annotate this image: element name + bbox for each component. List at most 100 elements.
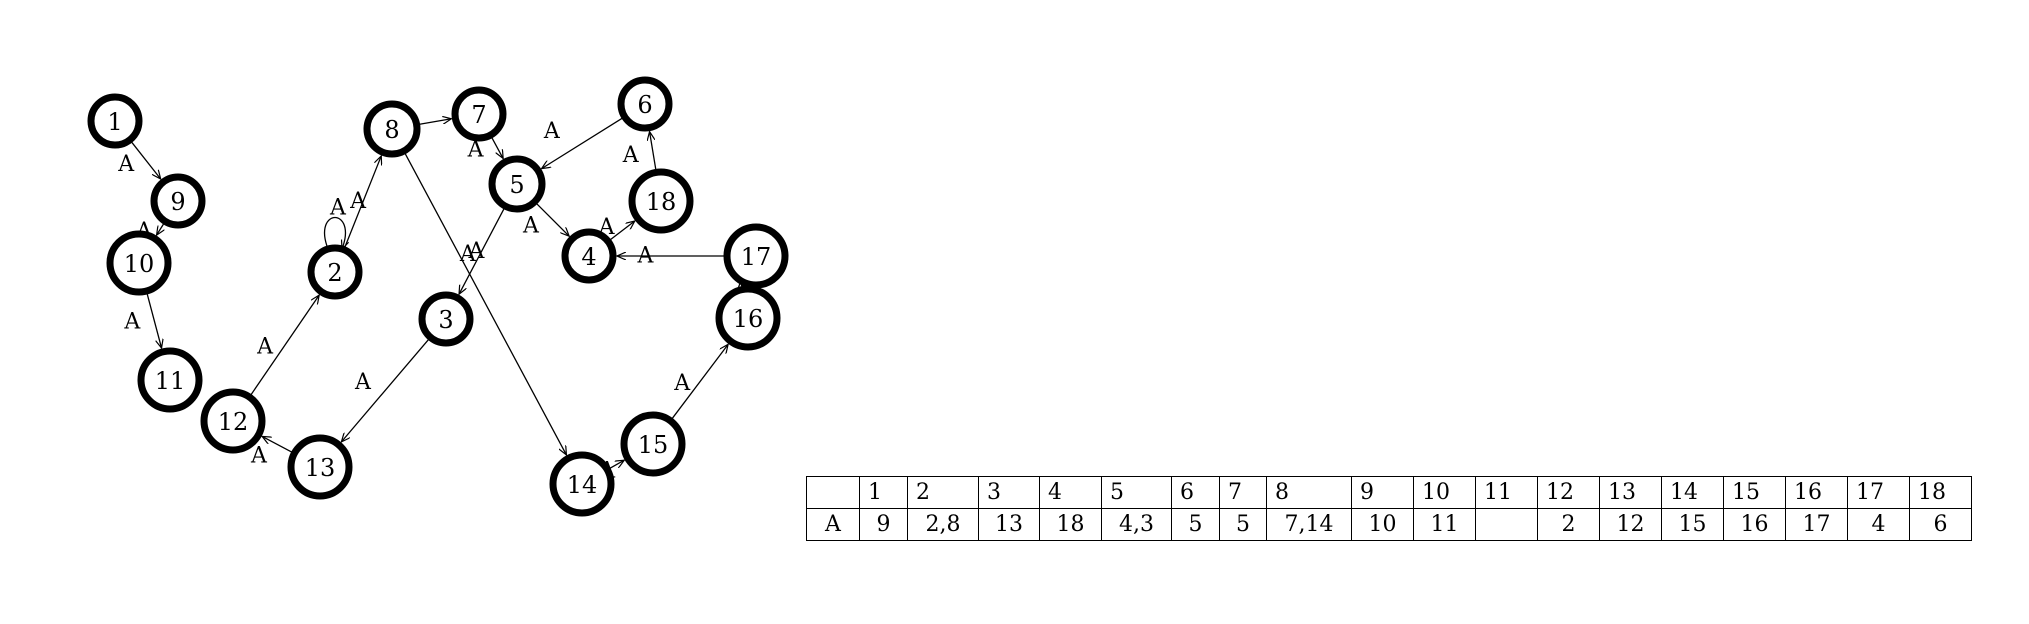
edge-line bbox=[404, 153, 566, 455]
edge-line bbox=[671, 344, 728, 419]
state-node-9: 9 bbox=[150, 173, 206, 229]
table-cell: 11 bbox=[1413, 508, 1476, 541]
edge-5-3: A bbox=[459, 208, 505, 294]
state-node-11: 11 bbox=[137, 347, 203, 413]
state-node-7: 7 bbox=[451, 86, 507, 142]
table-cell: 12 bbox=[1537, 476, 1600, 509]
table-cell bbox=[806, 476, 860, 509]
state-node-2: 2 bbox=[307, 244, 363, 300]
edge-label: A bbox=[543, 119, 561, 144]
edge-7-5: A bbox=[467, 137, 504, 163]
table-cell: 18 bbox=[1039, 508, 1102, 541]
state-label: 11 bbox=[155, 367, 186, 395]
table-cell: 9 bbox=[859, 508, 908, 541]
state-circle bbox=[561, 228, 617, 284]
edge-1-9: A bbox=[117, 141, 160, 179]
edge-label: A bbox=[349, 189, 367, 214]
table-cell: 10 bbox=[1351, 508, 1414, 541]
state-node-1: 1 bbox=[87, 93, 143, 149]
state-label: 17 bbox=[741, 243, 772, 271]
state-label: 13 bbox=[305, 454, 336, 482]
state-circle bbox=[137, 347, 203, 413]
edge-18-6: A bbox=[622, 132, 657, 170]
table-cell: 3 bbox=[978, 476, 1040, 509]
edge-10-11: A bbox=[123, 293, 161, 348]
table-cell: 12 bbox=[1599, 508, 1662, 541]
state-node-5: 5 bbox=[488, 155, 546, 213]
edge-line bbox=[610, 221, 634, 241]
state-circle bbox=[287, 434, 353, 500]
state-circle bbox=[307, 244, 363, 300]
table-cell bbox=[1475, 508, 1538, 541]
state-label: 1 bbox=[107, 108, 122, 136]
table-cell: 15 bbox=[1723, 476, 1786, 509]
table-cell: 5 bbox=[1171, 508, 1220, 541]
edge-label: A bbox=[467, 138, 485, 163]
edge-line bbox=[491, 137, 503, 159]
edge-12-2: A bbox=[250, 295, 319, 395]
state-label: 8 bbox=[384, 116, 399, 144]
state-circle bbox=[723, 223, 789, 289]
table-cell: 16 bbox=[1785, 476, 1848, 509]
edge-line bbox=[146, 293, 161, 348]
state-label: 6 bbox=[637, 91, 652, 119]
edge-5-4: A bbox=[522, 203, 569, 239]
state-node-12: 12 bbox=[200, 388, 266, 454]
state-node-6: 6 bbox=[617, 76, 673, 132]
edge-label: A bbox=[622, 143, 640, 168]
state-node-8: 8 bbox=[363, 100, 421, 158]
table-cell: 4 bbox=[1847, 508, 1910, 541]
table-cell: 13 bbox=[978, 508, 1040, 541]
edge-line bbox=[157, 223, 164, 235]
state-label: 4 bbox=[581, 243, 596, 271]
state-label: 12 bbox=[218, 408, 249, 436]
state-node-18: 18 bbox=[628, 168, 694, 234]
table-cell: 5 bbox=[1219, 508, 1267, 541]
state-label: 9 bbox=[170, 188, 185, 216]
edge-label: A bbox=[250, 444, 268, 469]
state-node-16: 16 bbox=[715, 285, 781, 351]
table-cell: 9 bbox=[1351, 476, 1414, 509]
state-circle bbox=[620, 411, 686, 477]
edge-line bbox=[344, 156, 381, 248]
table-cell: 7 bbox=[1219, 476, 1267, 509]
edge-line bbox=[542, 117, 623, 168]
state-node-13: 13 bbox=[287, 434, 353, 500]
edge-13-12: A bbox=[250, 436, 293, 469]
table-cell: 8 bbox=[1266, 476, 1352, 509]
state-circle bbox=[549, 451, 615, 517]
table-cell: 6 bbox=[1909, 508, 1972, 541]
state-circle bbox=[715, 285, 781, 351]
edge-15-16: A bbox=[671, 344, 728, 419]
edge-line bbox=[536, 203, 569, 236]
state-circle bbox=[418, 291, 474, 347]
table-cell: 2 bbox=[1537, 508, 1600, 541]
table-cell: 17 bbox=[1847, 476, 1910, 509]
edge-6-5: A bbox=[542, 117, 623, 168]
edge-line bbox=[341, 339, 429, 442]
table-cell: 5 bbox=[1101, 476, 1172, 509]
state-label: 14 bbox=[567, 471, 598, 499]
table-cell: 14 bbox=[1661, 476, 1724, 509]
edge-label: A bbox=[117, 152, 135, 177]
state-node-4: 4 bbox=[561, 228, 617, 284]
table-cell: 6 bbox=[1171, 476, 1220, 509]
table-cell: 13 bbox=[1599, 476, 1662, 509]
edge-label: A bbox=[123, 310, 141, 335]
state-circle bbox=[200, 388, 266, 454]
table-cell: 15 bbox=[1661, 508, 1724, 541]
state-circle bbox=[87, 93, 143, 149]
state-label: 2 bbox=[327, 259, 342, 287]
state-node-15: 15 bbox=[620, 411, 686, 477]
state-label: 5 bbox=[509, 171, 524, 199]
edge-label: A bbox=[673, 371, 691, 396]
state-label: 7 bbox=[471, 101, 486, 129]
edge-label: A bbox=[468, 239, 486, 264]
edge-line bbox=[262, 436, 293, 453]
edge-line bbox=[459, 208, 505, 294]
edge-label: A bbox=[329, 196, 347, 221]
